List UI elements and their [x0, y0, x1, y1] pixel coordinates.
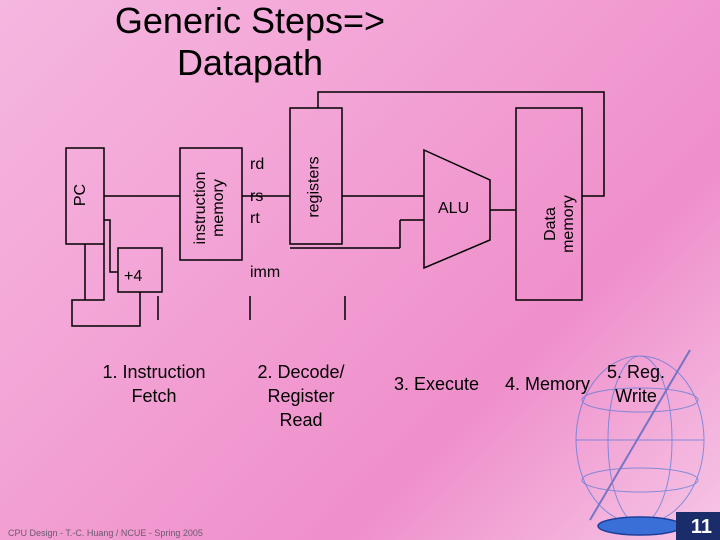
- step-instruction-fetch: 1. Instruction Fetch: [84, 360, 224, 408]
- rd-label: rd: [250, 156, 265, 173]
- globe-base: [597, 516, 683, 536]
- alu-label: ALU: [438, 200, 470, 217]
- rs-label: rs: [250, 188, 264, 205]
- data-memory-label-line2: memory: [560, 195, 577, 253]
- data-memory-label: Data memory: [542, 188, 578, 260]
- data-memory-block: [515, 107, 583, 301]
- page-number-box: [676, 512, 720, 540]
- step-execute: 3. Execute: [394, 374, 480, 394]
- step-1-line2: Fetch: [131, 386, 177, 406]
- imm-label: imm: [250, 264, 281, 281]
- step-2-line1: 2. Decode/: [257, 362, 345, 382]
- pc-label: PC: [72, 183, 90, 207]
- alu-block: [423, 148, 491, 270]
- step-memory: 4. Memory: [505, 374, 591, 394]
- step-reg-write: 5. Reg. Write: [596, 360, 676, 408]
- step-5-line2: Write: [615, 386, 657, 406]
- rt-label: rt: [250, 210, 260, 227]
- instruction-memory-label-line2: memory: [210, 179, 227, 237]
- registers-label: registers: [305, 156, 323, 218]
- instruction-memory-label-line1: instruction: [192, 171, 209, 245]
- slide-footer: CPU Design - T.-C. Huang / NCUE - Spring…: [8, 528, 203, 538]
- register-file-block: [289, 107, 343, 245]
- step-decode-register-read: 2. Decode/ Register Read: [238, 360, 364, 432]
- data-memory-label-line1: Data: [542, 207, 559, 241]
- adder-label: +4: [124, 268, 143, 285]
- step-2-line2: Register: [267, 386, 335, 406]
- step-1-line1: 1. Instruction: [102, 362, 206, 382]
- step-2-line3: Read: [279, 410, 323, 430]
- slide-title-line2: Datapath: [176, 42, 324, 83]
- page-number: 11: [690, 516, 712, 538]
- slide-title-line1: Generic Steps=>: [114, 0, 386, 41]
- step-5-line1: 5. Reg.: [606, 362, 666, 382]
- instruction-memory-label: instruction memory: [192, 158, 228, 258]
- instruction-memory-block: [179, 147, 243, 261]
